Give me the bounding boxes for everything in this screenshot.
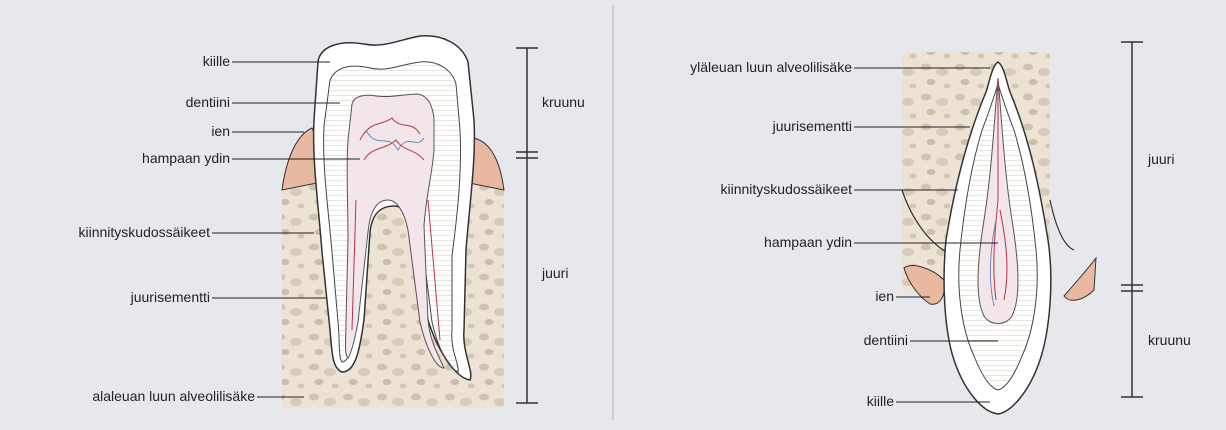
left-scale-bar: kruunu juuri bbox=[516, 48, 585, 403]
label-pulp: hampaan ydin bbox=[142, 150, 230, 166]
label-cementum: juurisementti bbox=[130, 289, 210, 305]
label-dentin: dentiini bbox=[186, 94, 230, 110]
label-ligament: kiinnityskudossäikeet bbox=[78, 224, 210, 240]
incisor-illustration bbox=[902, 52, 1096, 414]
scale-crown-right: kruunu bbox=[1148, 332, 1191, 348]
label-enamel: kiille bbox=[203, 53, 230, 69]
label-dentin-r: dentiini bbox=[864, 332, 908, 348]
scale-root-left: juuri bbox=[541, 265, 568, 281]
label-ligament-r: kiinnityskudossäikeet bbox=[720, 181, 852, 197]
molar-illustration bbox=[282, 36, 504, 408]
scale-crown-left: kruunu bbox=[542, 94, 585, 110]
scale-root-right: juuri bbox=[1147, 151, 1174, 167]
label-enamel-r: kiille bbox=[867, 393, 894, 409]
label-cementum-r: juurisementti bbox=[772, 118, 852, 134]
right-scale-bar: juuri kruunu bbox=[1121, 42, 1191, 397]
label-gum-r: ien bbox=[875, 288, 894, 304]
label-gum: ien bbox=[211, 123, 230, 139]
label-bone: alaleuan luun alveolilisäke bbox=[92, 388, 255, 404]
label-pulp-r: hampaan ydin bbox=[764, 234, 852, 250]
label-bone-r: yläleuan luun alveolilisäke bbox=[690, 59, 852, 75]
incisor-gum-right bbox=[1064, 258, 1096, 300]
